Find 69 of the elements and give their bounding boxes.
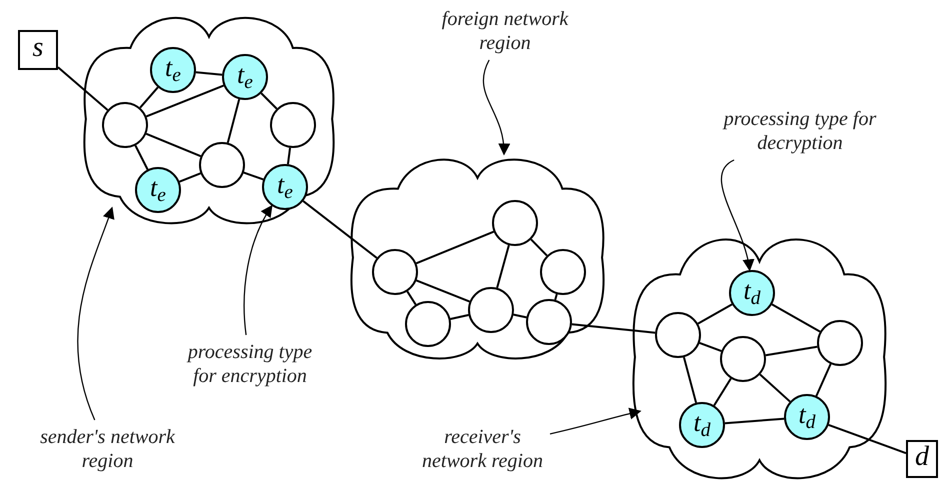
terminal-box bbox=[18, 30, 58, 70]
network-link bbox=[554, 294, 558, 300]
processing-node bbox=[729, 270, 775, 316]
leader-arrow bbox=[77, 206, 114, 420]
network-link bbox=[260, 92, 278, 110]
network-link bbox=[699, 342, 722, 352]
annotation-text: foreign network region bbox=[440, 7, 570, 55]
leader-arrow bbox=[720, 160, 754, 272]
terminal-box bbox=[906, 440, 938, 478]
network-node bbox=[655, 312, 701, 358]
node-label: t$_{d}$ bbox=[744, 278, 760, 304]
network-link bbox=[134, 145, 148, 170]
network-link bbox=[572, 323, 656, 334]
network-node bbox=[817, 320, 863, 366]
terminal-label: s bbox=[32, 34, 44, 62]
node-label: t$_{d}$ bbox=[694, 410, 710, 436]
processing-node bbox=[262, 164, 308, 210]
network-link bbox=[682, 356, 698, 404]
network-link bbox=[713, 378, 732, 406]
network-link bbox=[724, 418, 784, 424]
network-node bbox=[270, 102, 316, 148]
node-label: t$_{e}$ bbox=[150, 175, 166, 201]
network-link bbox=[243, 172, 264, 180]
node-label: t$_{e}$ bbox=[165, 55, 181, 81]
network-link bbox=[57, 66, 108, 111]
network-node bbox=[372, 249, 418, 295]
network-node bbox=[720, 336, 766, 382]
terminal-label: d bbox=[915, 443, 929, 471]
network-link bbox=[286, 148, 292, 164]
node-label: t$_{e}$ bbox=[237, 62, 253, 88]
annotation-text: sender's network region bbox=[40, 425, 175, 473]
leader-arrow bbox=[244, 204, 272, 336]
annotation-text: processing type for decryption bbox=[722, 107, 878, 155]
network-node bbox=[492, 200, 538, 246]
network-link bbox=[450, 314, 469, 320]
node-label: t$_{d}$ bbox=[798, 402, 816, 428]
network-link bbox=[196, 71, 222, 76]
processing-node bbox=[784, 394, 830, 440]
network-link bbox=[698, 303, 732, 325]
annotation-text: processing type for encryption bbox=[186, 340, 314, 388]
network-node bbox=[468, 287, 514, 333]
network-link bbox=[416, 280, 470, 302]
network-node bbox=[405, 301, 451, 347]
network-link bbox=[759, 374, 791, 402]
leader-arrow bbox=[482, 60, 510, 156]
network-link bbox=[815, 364, 832, 396]
network-link bbox=[146, 132, 202, 158]
processing-node bbox=[135, 167, 181, 213]
processing-node bbox=[222, 54, 268, 100]
network-node bbox=[540, 249, 586, 295]
network-node bbox=[102, 102, 148, 148]
leader-arrow bbox=[550, 408, 642, 435]
processing-node bbox=[150, 47, 196, 93]
network-node bbox=[526, 299, 572, 345]
network-link bbox=[179, 172, 201, 183]
network-link bbox=[766, 346, 818, 356]
processing-node bbox=[679, 402, 725, 448]
node-label: t$_{e}$ bbox=[277, 172, 293, 198]
network-link bbox=[406, 290, 417, 306]
annotation-text: receiver's network region bbox=[421, 425, 544, 473]
network-link bbox=[530, 238, 548, 256]
network-link bbox=[226, 99, 240, 143]
network-link bbox=[302, 200, 378, 259]
network-link bbox=[513, 314, 527, 318]
network-link bbox=[828, 424, 906, 454]
network-link bbox=[772, 304, 820, 332]
network-link bbox=[496, 244, 510, 288]
network-node bbox=[199, 142, 245, 188]
network-link bbox=[139, 86, 159, 108]
